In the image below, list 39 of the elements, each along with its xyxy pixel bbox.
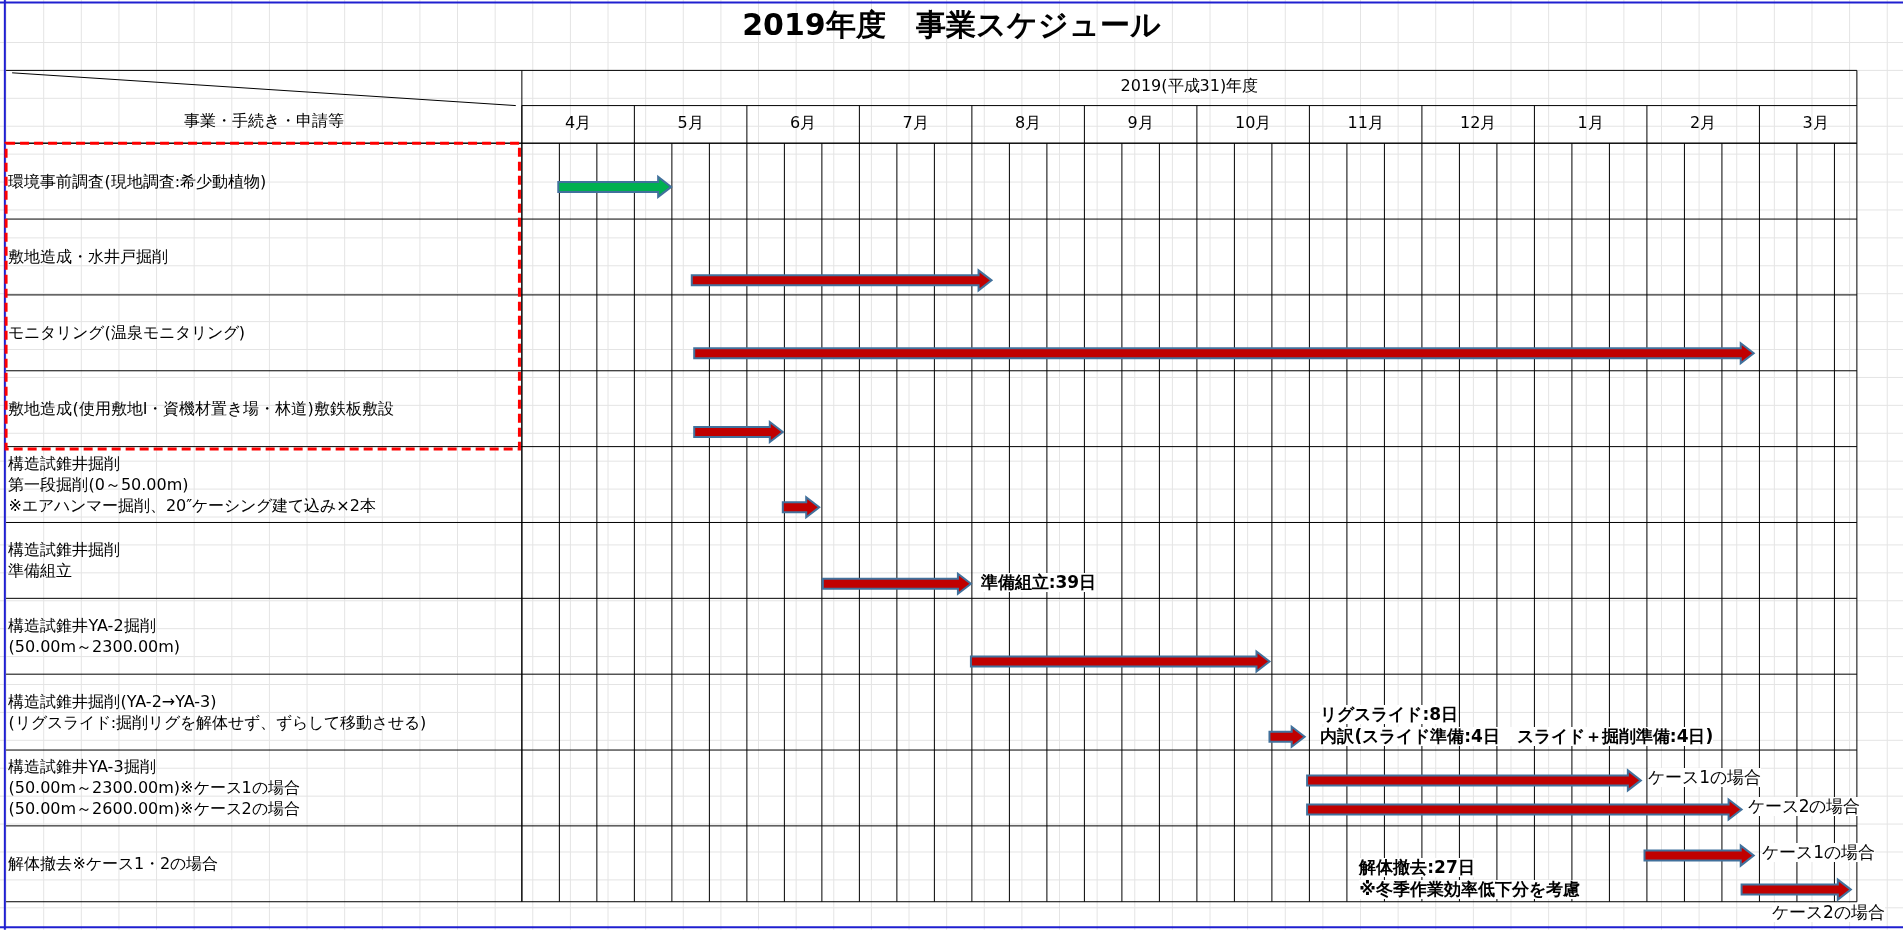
month-header: 11月: [1346, 111, 1385, 133]
row-label: (50.00m～2300.00m): [8, 636, 181, 658]
column-header: 2019(平成31)年度: [1119, 75, 1260, 97]
row-label: 構造試錐井掘削: [8, 453, 121, 475]
row-label: 準備組立: [8, 560, 73, 582]
row-label: モニタリング(温泉モニタリング): [8, 322, 245, 344]
row-label: 構造試錐井掘削(YA-2→YA-3): [8, 691, 217, 713]
annotation-text: ケース2の場合: [1771, 902, 1885, 922]
month-header: 12月: [1458, 111, 1498, 133]
month-header: 10月: [1233, 111, 1273, 133]
annotation-text: 内訳(スライド準備:4日 スライド＋掘削準備:4日): [1320, 726, 1714, 746]
row-label: ※エアハンマー掘削、20″ケーシング建て込み×2本: [8, 495, 376, 517]
month-header: 1月: [1576, 111, 1605, 133]
row-label: 構造試錐井YA-3掘削: [8, 756, 156, 778]
month-header: 6月: [789, 111, 818, 133]
row-label: 環境事前調査(現地調査:希少動植物): [8, 170, 267, 192]
row-label: 敷地造成(使用敷地Ⅰ・資機材置き場・林道)敷鉄板敷設: [8, 398, 394, 420]
row-label: 敷地造成・水井戸掘削: [8, 246, 169, 268]
month-header: 8月: [1014, 111, 1043, 133]
row-label: (リグスライド:掘削リグを解体せず、ずらして移動させる): [8, 712, 427, 734]
month-header: 7月: [901, 111, 930, 133]
annotation-text: ケース1の場合: [1762, 843, 1876, 863]
column-header: 事業・手続き・申請等: [182, 110, 345, 132]
row-label: (50.00m～2600.00m)※ケース2の場合: [8, 798, 300, 820]
row-label: (50.00m～2300.00m)※ケース1の場合: [8, 777, 300, 799]
month-header: 2月: [1689, 111, 1718, 133]
month-header: 3月: [1801, 111, 1830, 133]
annotation-text: リグスライド:8日: [1320, 705, 1459, 725]
title: 2019年度 事業スケジュール: [741, 5, 1162, 44]
row-label: 解体撤去※ケース1・2の場合: [8, 853, 219, 875]
month-header: 9月: [1126, 111, 1155, 133]
annotation-text: 解体撤去:27日: [1359, 858, 1475, 878]
row-label: 第一段掘削(0～50.00m): [8, 474, 189, 496]
month-header: 4月: [564, 111, 593, 133]
annotation-text: ケース2の場合: [1747, 797, 1861, 817]
annotation-text: ケース1の場合: [1648, 768, 1761, 788]
row-label: 構造試錐井掘削: [8, 539, 121, 561]
row-label: 構造試錐井YA-2掘削: [8, 615, 156, 637]
month-header: 5月: [676, 111, 705, 133]
